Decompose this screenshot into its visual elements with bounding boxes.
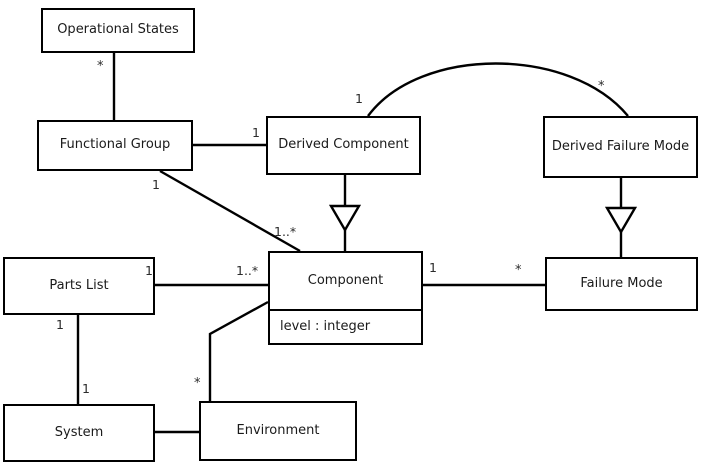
class-box-component[interactable]: Component level : integer bbox=[268, 251, 423, 345]
class-name-parts-list: Parts List bbox=[49, 277, 109, 293]
class-name-environment: Environment bbox=[236, 422, 320, 438]
class-name-operational-states: Operational States bbox=[57, 22, 179, 38]
multiplicity-derived-failure-mode-arc-target: * bbox=[598, 79, 605, 94]
class-name-derived-failure-mode: Derived Failure Mode bbox=[551, 138, 690, 154]
multiplicity-parts-list-component-source: 1 bbox=[145, 263, 153, 278]
class-box-functional-group[interactable]: Functional Group bbox=[37, 120, 193, 171]
multiplicity-functional-group-component-far: 1..* bbox=[274, 224, 297, 239]
multiplicity-operational-states-functional-group: * bbox=[97, 59, 104, 74]
class-box-failure-mode[interactable]: Failure Mode bbox=[545, 257, 698, 311]
multiplicity-parts-list-component-target: 1..* bbox=[236, 263, 259, 278]
class-name-system: System bbox=[54, 424, 104, 440]
class-name-derived-component: Derived Component bbox=[278, 137, 409, 153]
multiplicity-derived-component-arc-source: 1 bbox=[355, 91, 363, 106]
class-box-system[interactable]: System bbox=[3, 404, 155, 462]
edge-environment-component[interactable] bbox=[208, 300, 269, 401]
multiplicity-component-failure-mode-source: 1 bbox=[429, 260, 437, 275]
class-name-functional-group: Functional Group bbox=[59, 137, 171, 153]
multiplicity-parts-list-system-target: 1 bbox=[82, 381, 90, 396]
multiplicity-environment-component: * bbox=[194, 376, 201, 391]
class-name-component: Component bbox=[307, 272, 384, 288]
class-box-derived-failure-mode[interactable]: Derived Failure Mode bbox=[543, 116, 698, 178]
edge-functional-group-component[interactable] bbox=[159, 169, 301, 253]
multiplicity-functional-group-derived-component: 1 bbox=[252, 125, 260, 140]
generalization-arrowhead-component bbox=[328, 204, 362, 233]
class-box-operational-states[interactable]: Operational States bbox=[41, 8, 195, 53]
class-box-environment[interactable]: Environment bbox=[199, 401, 357, 461]
multiplicity-functional-group-component-near: 1 bbox=[152, 177, 160, 192]
generalization-arrowhead-failure-mode bbox=[604, 206, 638, 235]
class-name-failure-mode: Failure Mode bbox=[580, 275, 663, 291]
multiplicity-component-failure-mode-target: * bbox=[515, 263, 522, 278]
class-attribute-component-level: level : integer bbox=[270, 309, 421, 343]
edge-derived-component-derived-failure-mode-arc[interactable] bbox=[367, 62, 629, 117]
class-box-parts-list[interactable]: Parts List bbox=[3, 257, 155, 315]
multiplicity-parts-list-system-source: 1 bbox=[56, 317, 64, 332]
class-box-derived-component[interactable]: Derived Component bbox=[266, 116, 421, 175]
